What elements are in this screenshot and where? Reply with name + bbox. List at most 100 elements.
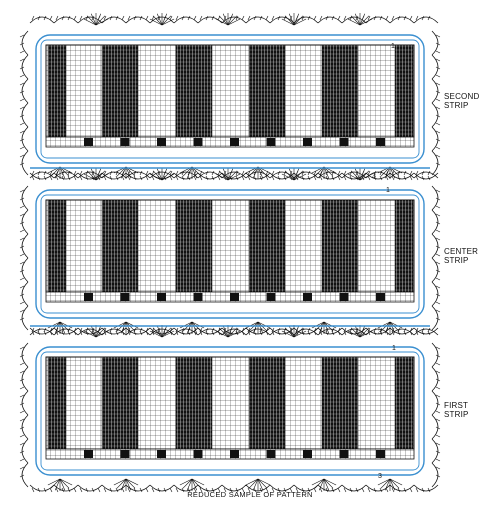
fan-stitch [311,478,325,486]
stitch-mark [211,170,215,176]
small-block [303,293,312,301]
stitch-mark [19,277,25,281]
stitch-mark [31,170,35,176]
fan-stitch [179,478,193,486]
stitch-mark [19,90,25,94]
stitch-mark [435,402,441,406]
strip-label-line: STRIP [444,410,469,419]
stitch-mark [19,66,25,70]
stitch-mark [139,170,143,176]
stitch-mark [385,15,389,21]
stitch-mark [235,327,239,333]
stitch-mark [435,197,441,201]
stitch-mark [253,487,257,493]
stitch-mark [19,293,25,297]
stitch-mark [19,122,25,126]
stitch-mark [115,170,119,176]
fan-stitch [323,478,330,491]
mesh-grid [45,44,415,138]
small-block [376,138,385,146]
stitch-mark [301,175,305,181]
stitch-mark [55,15,59,21]
strip [19,13,441,181]
stitch-mark [435,386,441,390]
stitch-mark [19,362,25,366]
stitch-mark [115,487,119,493]
strip-number-end: 3 [378,473,382,480]
fan-stitch [314,478,325,489]
stitch-mark [435,378,441,382]
stitch-mark [79,327,83,333]
stitch-mark [19,114,25,118]
fan-stitch [95,18,109,26]
fan-stitch [90,325,97,338]
stitch-mark [31,487,35,493]
filled-block [321,199,359,293]
blue-round-inner [40,351,420,471]
fan-stitch [191,321,205,329]
fan-stitch [293,330,307,338]
stitch-mark [435,229,441,233]
stitch-mark [139,175,143,181]
stitch-mark [19,261,25,265]
stitch-mark [19,418,25,422]
stitch-mark [253,327,257,333]
fan-stitch [284,327,295,338]
stitch-mark [229,487,233,493]
stitch-mark [127,170,131,176]
stitch-mark [271,487,275,493]
fan-stitch [354,325,361,338]
stitch-mark [55,487,59,493]
small-block [230,293,239,301]
blue-round-outline [35,189,425,319]
stitch-mark [133,170,137,176]
stitch-mark [49,15,53,21]
stitch-mark [337,175,341,181]
stitch-mark [19,378,25,382]
stitch-mark [435,410,441,414]
strip-label-line: CENTER [444,247,479,256]
stitch-mark [385,175,389,181]
stitch-mark [435,74,441,78]
stitch-mark [343,170,347,176]
fan-stitch [152,170,163,181]
stitch-mark [421,175,425,181]
stitch-mark [331,175,335,181]
stitch-mark [265,487,269,493]
stitch-mark [55,327,59,333]
stitch-mark [253,175,257,181]
stitch-mark [73,15,77,21]
fan-stitch [215,18,229,26]
stitch-mark [19,245,25,249]
stitch-mark [435,106,441,110]
stitch-mark [313,175,317,181]
stitch-mark [97,487,101,493]
stitch-mark [409,487,413,493]
stitch-mark [169,175,173,181]
fan-stitch [86,170,97,181]
stitch-mark [427,327,431,333]
stitch-mark [187,487,191,493]
scallop-edge [21,30,29,176]
stitch-mark [367,170,371,176]
mesh-grid [45,199,415,293]
stitch-mark [145,15,149,21]
stitch-mark [307,170,311,176]
stitch-mark [247,175,251,181]
fan-stitch [359,330,373,338]
fan-stitch [359,13,366,26]
filled-block [321,356,359,450]
fan-stitch [218,170,229,181]
strip [19,168,441,336]
fan-stitch [95,327,106,338]
fan-stitch [227,330,241,338]
stitch-mark [43,15,47,21]
fan-stitch [47,321,61,329]
stitch-mark [241,175,245,181]
stitch-mark [31,175,35,181]
stitch-mark [265,15,269,21]
fan-stitch [161,15,172,26]
stitch-mark [301,327,305,333]
fan-stitch [113,478,127,486]
filled-block [47,199,67,293]
